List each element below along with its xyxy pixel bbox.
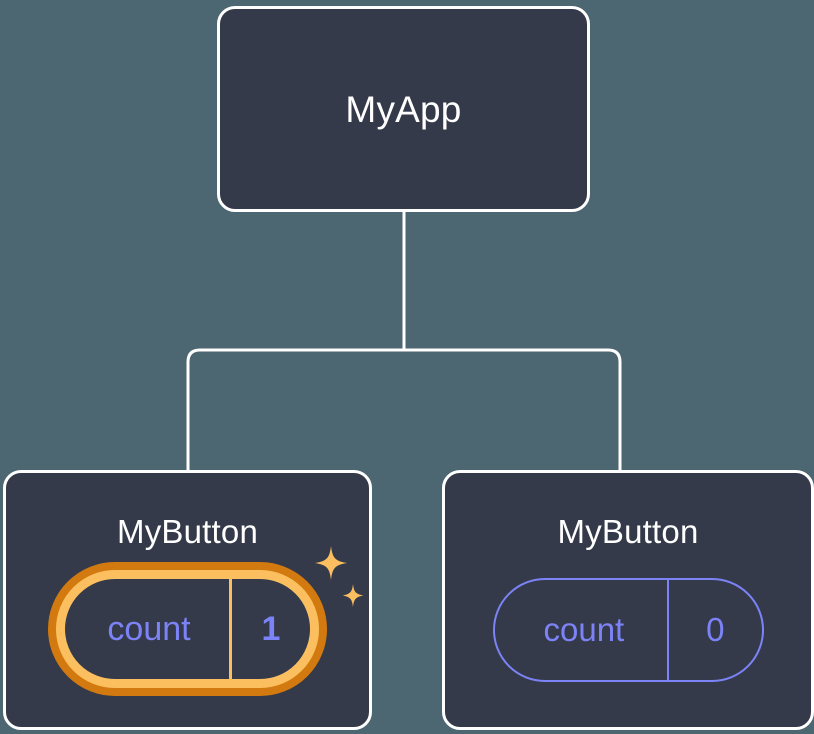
state-pill-updated[interactable]: count 1 [48,562,327,696]
component-title: MyApp [345,88,462,130]
sparkle-small-icon [342,584,364,607]
state-value: 0 [706,611,725,648]
connector-split-bar [186,348,622,470]
component-node-mybutton-plain[interactable]: MyButton count 0 [442,470,814,730]
state-name: count [495,580,670,680]
component-title: MyButton [117,513,258,550]
state-value: 1 [261,609,281,648]
state-pill-inner: count 1 [56,570,319,688]
component-node-mybutton-highlighted[interactable]: MyButton count 1 [3,470,372,730]
component-node-myapp[interactable]: MyApp [217,6,590,212]
state-name: count [65,579,232,679]
state-pill-wrapper: count 0 [492,548,764,682]
sparkle-large-icon [315,546,347,580]
state-pill-wrapper: count 1 [48,546,364,696]
component-title: MyButton [557,513,699,550]
state-pill[interactable]: count 0 [492,578,764,682]
